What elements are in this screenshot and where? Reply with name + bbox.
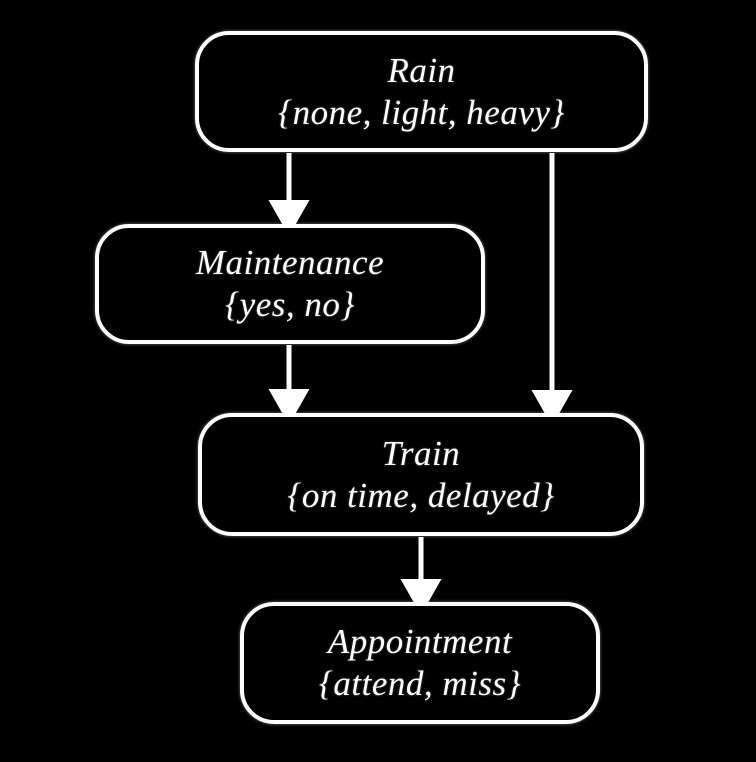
node-train-title: Train [381,433,461,473]
node-appointment-states: {attend, miss} [318,664,522,703]
node-rain-title: Rain [387,50,456,90]
node-appointment[interactable]: Appointment {attend, miss} [240,602,600,724]
node-rain[interactable]: Rain {none, light, heavy} [195,31,648,152]
node-appointment-title: Appointment [327,622,513,662]
node-train[interactable]: Train {on time, delayed} [198,413,644,536]
node-maintenance[interactable]: Maintenance {yes, no} [95,224,485,344]
node-train-states: {on time, delayed} [287,475,555,515]
node-maintenance-title: Maintenance [195,243,385,283]
node-rain-states: {none, light, heavy} [278,92,565,132]
node-maintenance-states: {yes, no} [225,285,355,324]
